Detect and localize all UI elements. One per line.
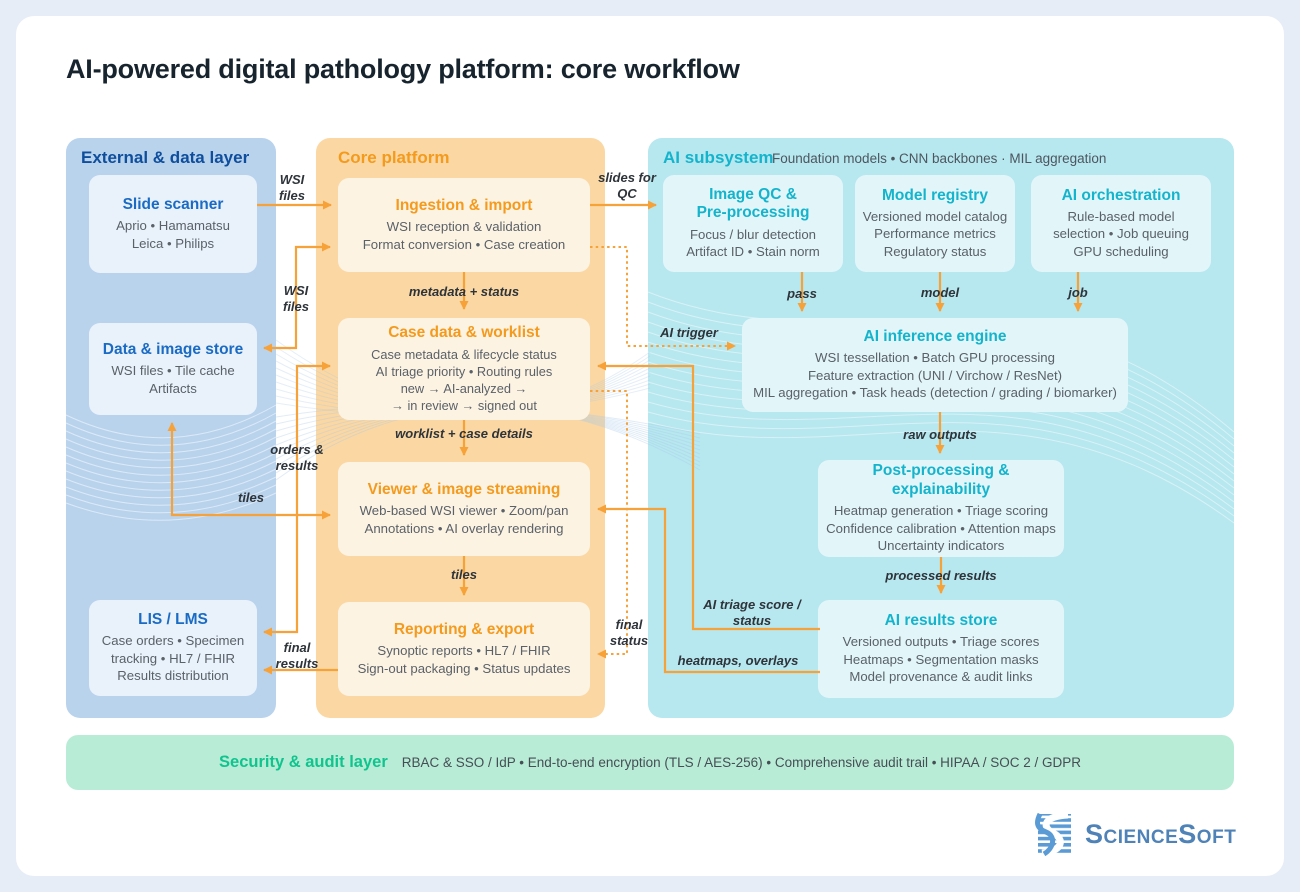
page-title: AI-powered digital pathology platform: c… [66,54,740,84]
box-title: Data & image store [102,340,244,358]
box-body: WSI files • Tile cache Artifacts [111,363,235,396]
box-body: Rule-based model selection • Job queuing… [1053,208,1189,259]
edge-label-pass: pass [787,286,817,301]
edge-label-orders-results: orders & results [270,442,324,473]
box-title: Ingestion & import [395,196,533,214]
box-ai-orchestration: AI orchestration Rule-based model select… [1031,175,1211,272]
box-body: Case metadata & lifecycle status AI tria… [371,346,557,413]
box-reporting-export: Reporting & export Synoptic reports • HL… [338,602,590,696]
edge-label-wsi-files-top: WSI files [278,172,305,203]
edge-label-tiles-left: tiles [237,490,264,505]
edge-label-slides-for-qc: slides for QC [598,170,656,201]
box-ai-inference-engine: AI inference engine WSI tessellation • B… [742,318,1128,412]
box-body: Versioned model catalog Performance metr… [862,208,1008,259]
box-title: AI inference engine [863,328,1007,346]
edge-label-triage-score: AI triage score / status [703,597,801,628]
panel-subheader-ai: Foundation models • CNN backbones · MIL … [772,151,1107,166]
edge-label-model: model [920,285,960,300]
security-audit-layer-bar: Security & audit layer RBAC & SSO / IdP … [66,735,1234,790]
box-title: Image QC & Pre-processing [696,186,810,222]
sciencesoft-logo-text: ScienceSoft [1085,818,1237,849]
box-body: WSI tessellation • Batch GPU processing … [753,350,1117,401]
box-body: Heatmap generation • Triage scoring Conf… [826,502,1056,554]
panel-header-core: Core platform [338,148,450,167]
box-body: Versioned outputs • Triage scores Heatma… [842,634,1040,685]
box-body: Case orders • Specimen tracking • HL7 / … [101,633,245,684]
security-layer-body: RBAC & SSO / IdP • End-to-end encryption… [401,755,1081,770]
box-title: Post-processing & explainability [872,462,1010,498]
edge-label-job: job [1068,285,1088,300]
box-case-data-worklist: Case data & worklist Case metadata & lif… [338,318,590,420]
sciencesoft-logo-icon [1035,812,1071,856]
box-data-image-store: Data & image store WSI files • Tile cach… [89,323,257,415]
box-body: Focus / blur detection Artifact ID • Sta… [686,226,820,260]
box-title: AI orchestration [1061,186,1181,204]
security-layer-title: Security & audit layer [219,753,388,771]
edge-label-heatmaps-overlays: heatmaps, overlays [677,653,799,668]
box-title: Reporting & export [393,620,535,638]
edge-label-raw-outputs: raw outputs [903,427,977,442]
edge-label-wsi-files-mid: WSI files [282,283,309,314]
box-lis-lms: LIS / LMS Case orders • Specimen trackin… [89,600,257,696]
box-body: Aprio • Hamamatsu Leica • Philips [116,218,230,251]
edge-label-worklist-details: worklist + case details [395,426,533,441]
edge-label-metadata-status: metadata + status [408,284,520,299]
edge-label-final-status: final status [609,617,649,648]
box-body: WSI reception & validation Format conver… [362,219,566,252]
edge-label-final-results: final results [275,640,319,671]
edge-label-tiles-mid: tiles [450,567,477,582]
box-title: Model registry [882,186,988,204]
edge-label-ai-trigger: AI trigger [660,325,718,340]
box-post-processing: Post-processing & explainability Heatmap… [818,460,1064,557]
panel-header-external: External & data layer [81,148,250,167]
box-title: Case data & worklist [388,324,540,342]
box-title: AI results store [884,612,998,630]
box-title: Viewer & image streaming [367,480,561,498]
box-model-registry: Model registry Versioned model catalog P… [855,175,1015,272]
box-title: LIS / LMS [138,611,208,629]
box-viewer-streaming: Viewer & image streaming Web-based WSI v… [338,462,590,556]
box-ai-results-store: AI results store Versioned outputs • Tri… [818,600,1064,698]
box-image-qc: Image QC & Pre-processing Focus / blur d… [663,175,843,272]
edge-label-processed-results: processed results [885,568,997,583]
box-slide-scanner: Slide scanner Aprio • Hamamatsu Leica • … [89,175,257,273]
box-body: Web-based WSI viewer • Zoom/pan Annotati… [359,503,569,536]
box-ingestion-import: Ingestion & import WSI reception & valid… [338,178,590,272]
sciencesoft-logo: ScienceSoft [1032,812,1236,856]
box-body: Synoptic reports • HL7 / FHIR Sign-out p… [357,643,571,676]
box-title: Slide scanner [122,195,224,213]
panel-header-ai: AI subsystem [663,148,774,167]
